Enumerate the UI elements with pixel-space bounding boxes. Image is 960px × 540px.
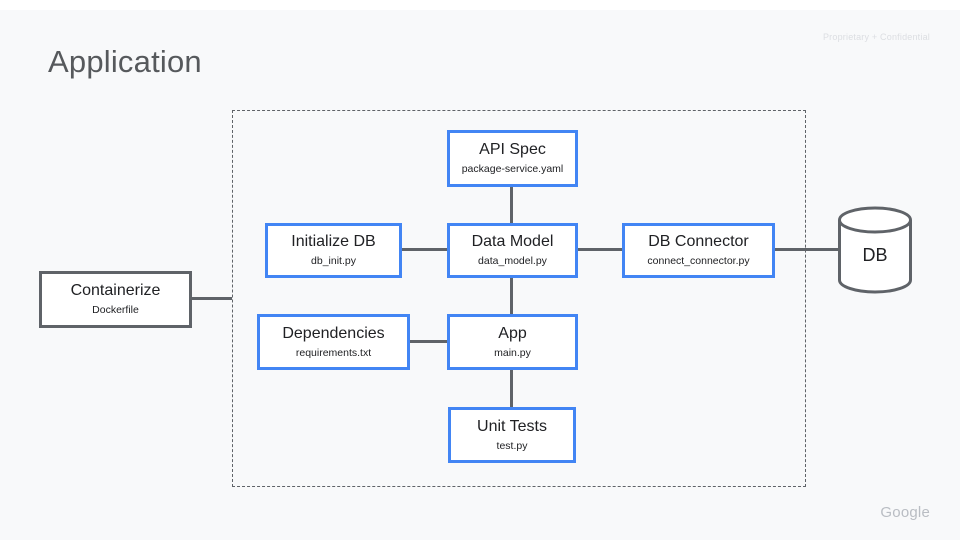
node-dependencies: Dependencies requirements.txt	[257, 314, 410, 370]
node-subtitle: db_init.py	[311, 255, 356, 268]
connector-apispec-datamodel	[510, 187, 513, 223]
node-subtitle: requirements.txt	[295, 346, 372, 359]
node-subtitle: Dockerfile	[92, 304, 139, 317]
node-title: DB Connector	[648, 233, 749, 251]
node-data-model: Data Model data_model.py	[447, 223, 578, 278]
connector-dependencies-app	[410, 340, 447, 343]
node-subtitle: package-service.yaml	[461, 163, 564, 176]
page-title: Application	[48, 44, 202, 79]
node-subtitle: test.py	[496, 439, 528, 452]
node-api-spec: API Spec package-service.yaml	[447, 130, 578, 187]
classification-label: Proprietary + Confidential	[822, 32, 930, 42]
connector-app-unittests	[510, 370, 513, 407]
node-subtitle: data_model.py	[478, 255, 547, 268]
connector-initializedb-datamodel	[402, 248, 447, 251]
node-title: Data Model	[471, 233, 554, 251]
google-logo: Google	[880, 504, 930, 521]
node-database: DB	[835, 205, 915, 295]
database-label: DB	[862, 245, 888, 265]
node-subtitle: main.py	[494, 346, 531, 359]
connector-containerize-boundary	[192, 297, 232, 300]
node-db-connector: DB Connector connect_connector.py	[622, 223, 775, 278]
node-title: Unit Tests	[477, 417, 547, 435]
top-margin-strip	[0, 0, 960, 10]
node-title: Containerize	[70, 282, 161, 300]
connector-datamodel-app	[510, 278, 513, 314]
node-title: App	[498, 324, 527, 342]
application-boundary	[232, 110, 806, 487]
connector-dbconnector-db	[775, 248, 838, 251]
node-app: App main.py	[447, 314, 578, 370]
database-cylinder-icon	[838, 206, 912, 294]
node-initialize-db: Initialize DB db_init.py	[265, 223, 402, 278]
node-title: Initialize DB	[291, 233, 376, 251]
connector-datamodel-dbconnector	[578, 248, 622, 251]
node-title: API Spec	[479, 141, 546, 159]
node-containerize: Containerize Dockerfile	[39, 271, 192, 328]
node-unit-tests: Unit Tests test.py	[448, 407, 576, 463]
node-title: Dependencies	[282, 324, 385, 342]
node-subtitle: connect_connector.py	[647, 255, 750, 268]
